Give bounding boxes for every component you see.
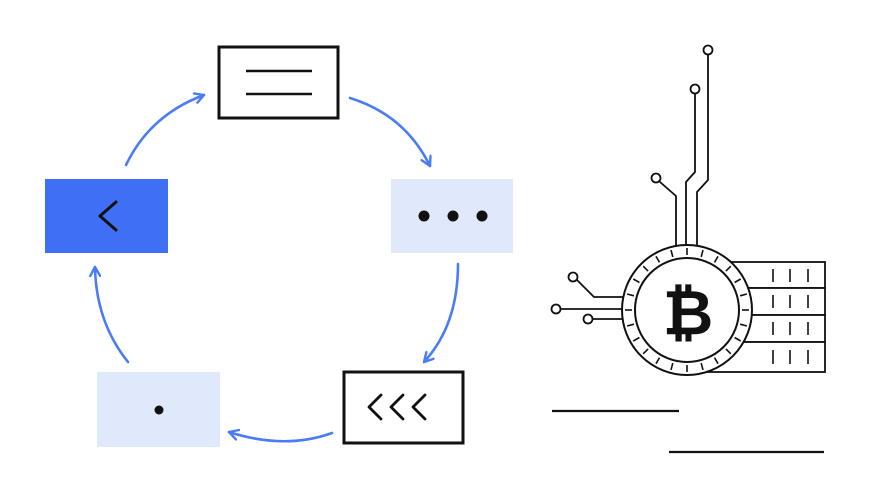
arrow-right-to-bottom-right [422,262,460,364]
cycle-node-right [391,179,513,253]
baseline-lines [552,409,824,454]
coin-symbol: ₿ [663,276,714,349]
coin-rim-tick [670,249,674,258]
arrow-top-to-right [348,96,430,168]
coin-rim-tick [655,255,661,263]
coin-rim-tick [626,293,635,297]
coin-rim-tick [670,362,674,371]
coin-rim-tick [700,249,704,258]
coin-rim-tick [632,278,640,284]
cycle-node-top [217,45,340,120]
cycle-node-left [45,179,168,253]
coin-rim-tick [655,357,661,365]
circuit-traces-icon [550,44,714,325]
coin-rim-tick [713,255,719,263]
coin-rim-tick [725,265,732,272]
coin-rim-tick [713,357,719,365]
cycle-node-bottom-right [342,370,465,445]
arrow-bottom-right-to-bottom-left [227,432,334,443]
ellipsis-icon [418,210,488,222]
coin-rim-tick [632,336,640,342]
coin-rim-tick [642,348,649,355]
two-lines-icon [246,69,312,96]
coin-rim-tick [734,278,742,284]
dot-icon [154,405,164,415]
coin-rim-tick [725,348,732,355]
bitcoin-coin-icon: ₿ [621,244,753,376]
arrow-left-to-top [124,95,206,167]
coin-rim-tick [626,323,635,327]
coin-rim-tick [642,265,649,272]
coin-rim-tick [734,336,742,342]
coin-rim-tick [700,362,704,371]
arrow-bottom-left-to-left [95,265,130,364]
coin-rim-tick [739,293,748,297]
coin-rim-tick [739,323,748,327]
coin-rim-ticks [625,248,749,372]
cycle-arrows [95,95,460,443]
cycle-node-bottom-left [97,372,220,447]
chevron-left-icon [98,200,118,232]
triple-chevron-left-icon [367,393,427,421]
